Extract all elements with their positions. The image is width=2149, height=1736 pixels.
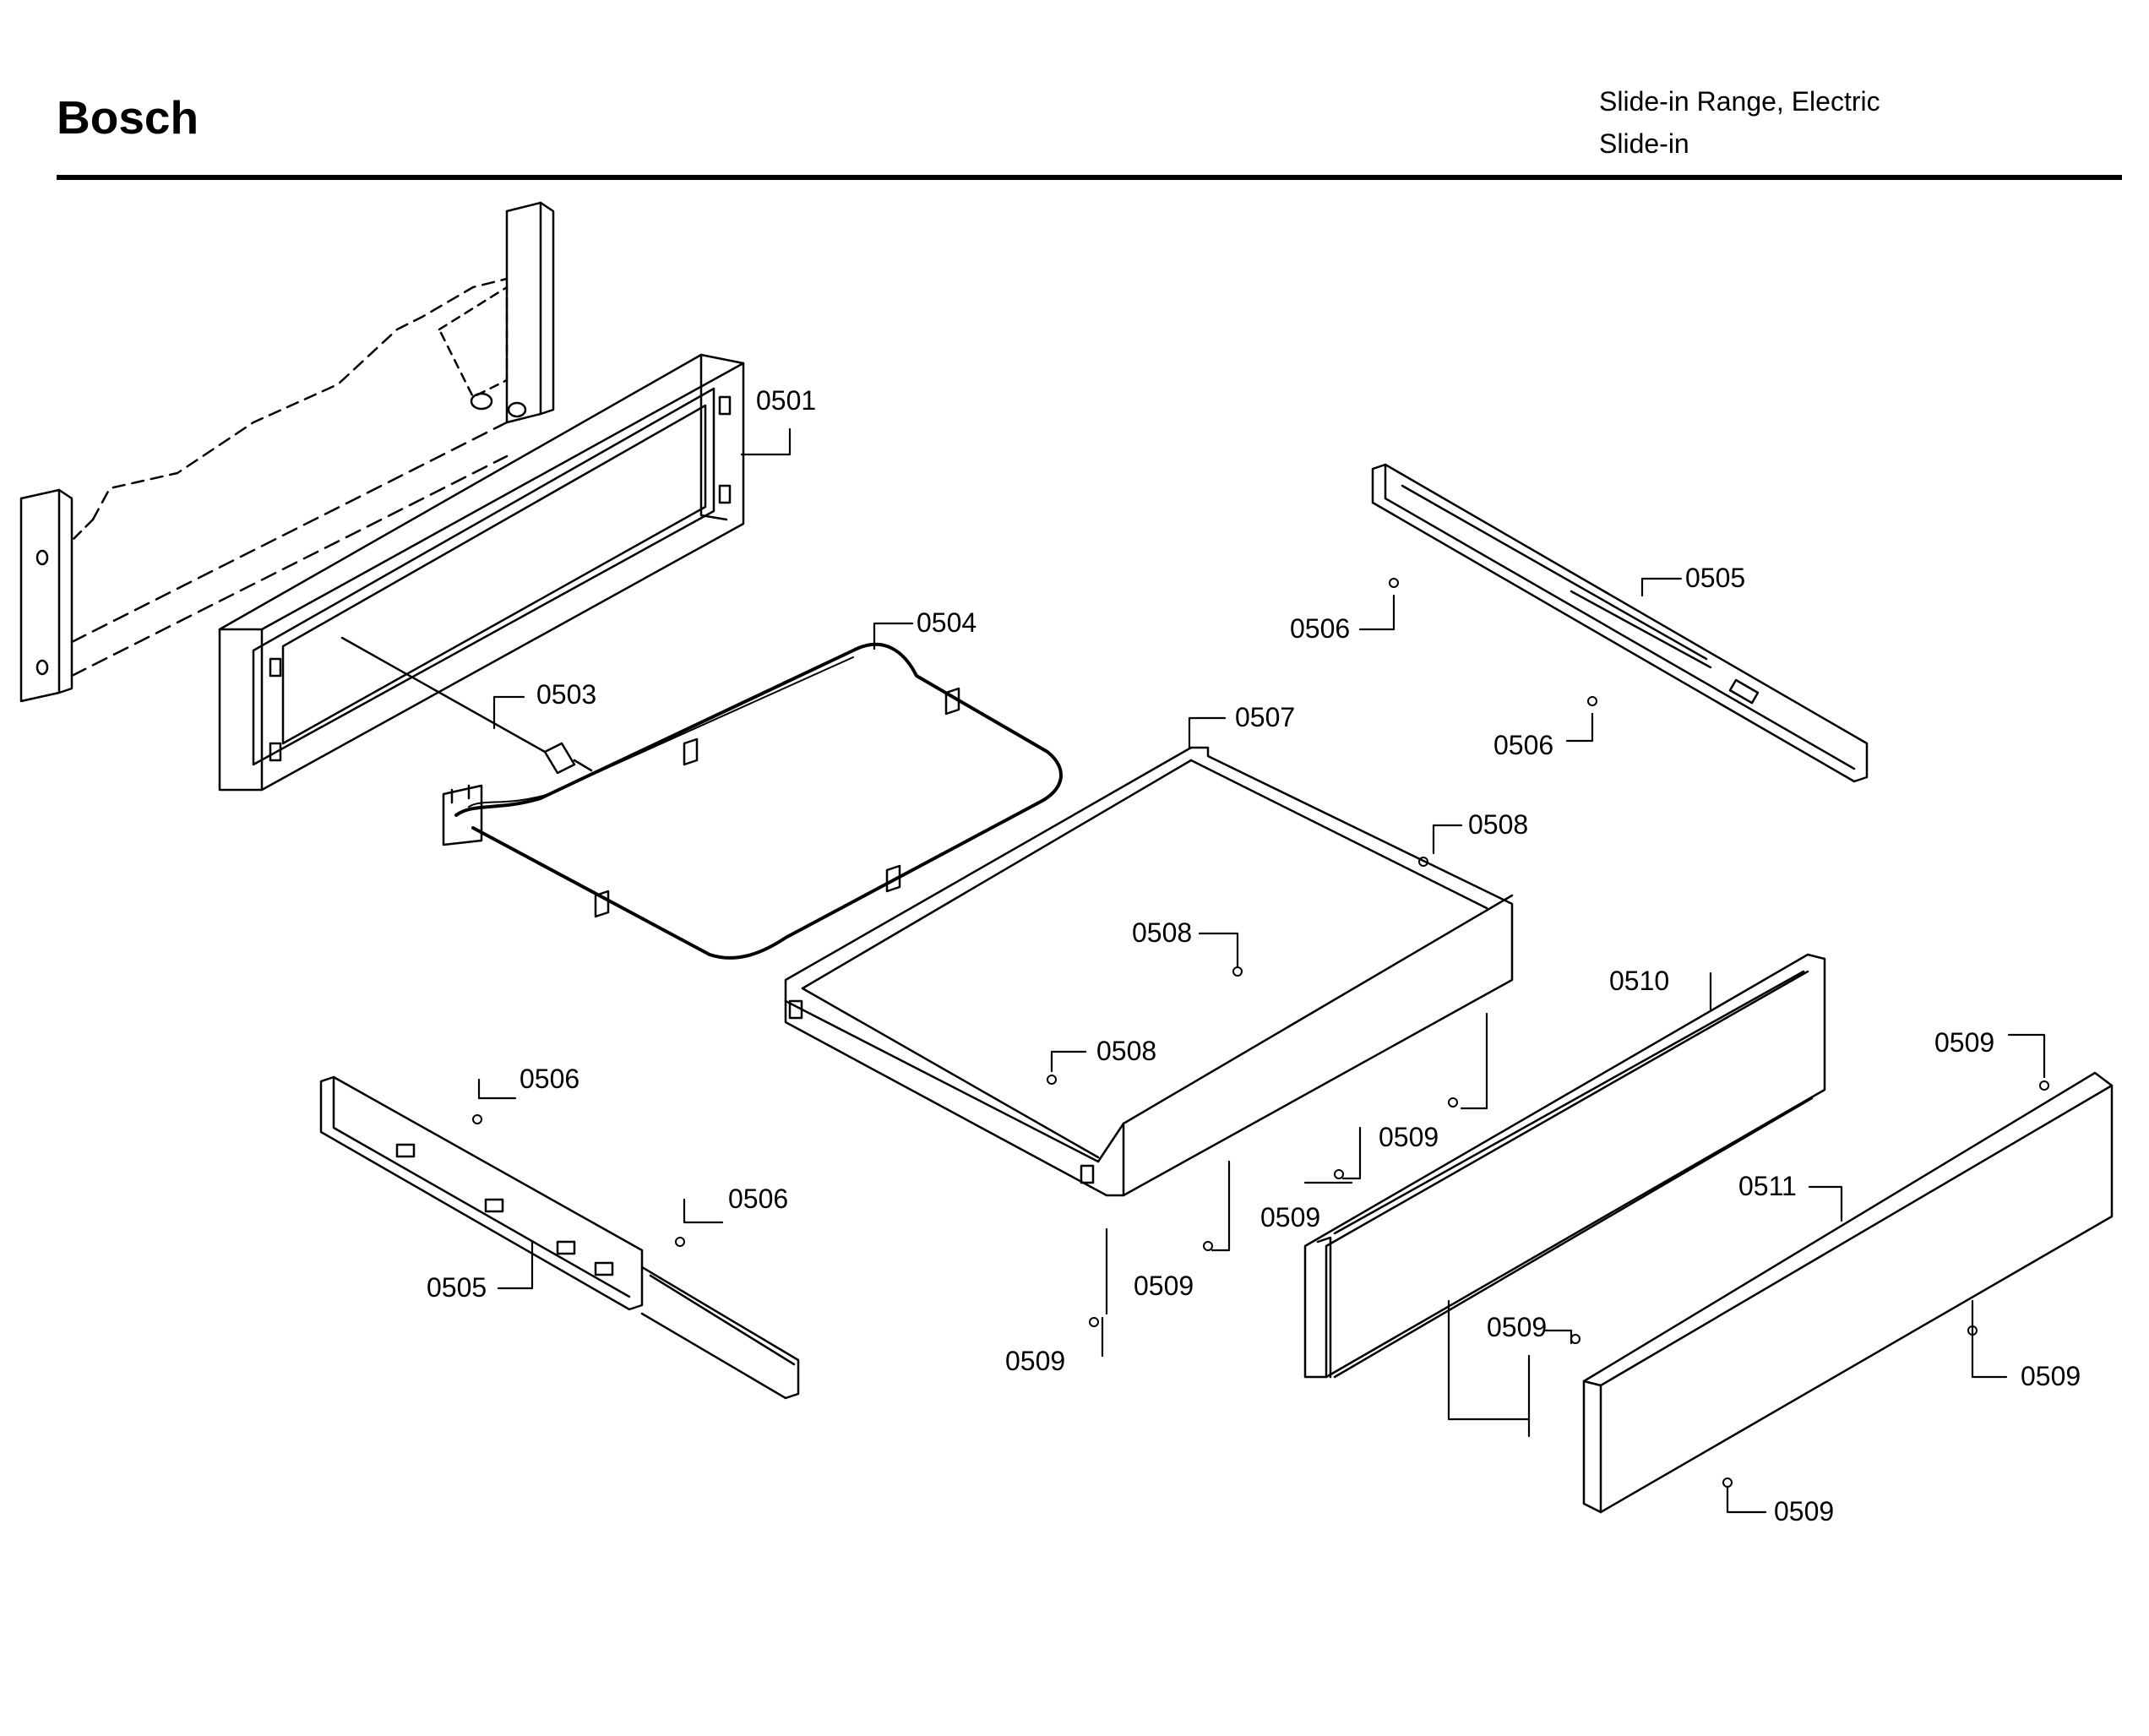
callout-leader-lines [477, 427, 2046, 1514]
callout-0508-b: 0508 [1132, 917, 1192, 948]
callout-0509-d: 0509 [1134, 1271, 1194, 1301]
callout-0506-b: 0506 [1493, 730, 1553, 760]
part-0511-drawer-front [1582, 1071, 2114, 1514]
product-line: Slide-in Range, Electric [1599, 86, 1880, 117]
callout-0503: 0503 [536, 679, 596, 710]
header-rule [57, 175, 2122, 180]
callout-0509-f: 0509 [1487, 1312, 1547, 1342]
part-0501-front-frame [218, 353, 745, 792]
callout-0505-lower: 0505 [427, 1272, 487, 1303]
part-0504-heating-element [442, 642, 1063, 960]
part-0510-inner-panel [1303, 953, 1826, 1379]
callout-0505-upper: 0505 [1685, 563, 1745, 593]
callout-0506-a: 0506 [1290, 613, 1350, 644]
callout-0509-c: 0509 [1260, 1202, 1320, 1233]
callout-0509-b: 0509 [1379, 1122, 1439, 1152]
callout-0510: 0510 [1609, 966, 1669, 996]
part-0505-slide-rail-upper [1371, 463, 1869, 783]
part-0507-drawer [784, 746, 1514, 1197]
product-type: Slide-in [1599, 128, 1689, 159]
callout-0504: 0504 [917, 607, 977, 638]
callout-0507: 0507 [1235, 702, 1295, 732]
callout-0509-g: 0509 [2021, 1361, 2081, 1391]
callout-0508-c: 0508 [1096, 1036, 1156, 1066]
part-0503-sensor [340, 636, 593, 775]
part-0505-slide-rail-lower [319, 1075, 800, 1400]
callout-labels: 0501 0503 0504 0505 0506 0506 0507 0508 … [427, 385, 2081, 1526]
callout-0509-h: 0509 [1774, 1496, 1834, 1526]
brand-title: Bosch [57, 91, 199, 144]
callout-0501: 0501 [756, 385, 816, 416]
callout-0506-c: 0506 [520, 1064, 579, 1094]
callout-0509-a: 0509 [1934, 1027, 1994, 1058]
callout-0506-d: 0506 [728, 1184, 788, 1214]
range-body-outline [19, 201, 555, 703]
callout-0509-e: 0509 [1005, 1346, 1065, 1376]
callout-0508-a: 0508 [1468, 809, 1528, 840]
callout-0511: 0511 [1738, 1171, 1797, 1201]
